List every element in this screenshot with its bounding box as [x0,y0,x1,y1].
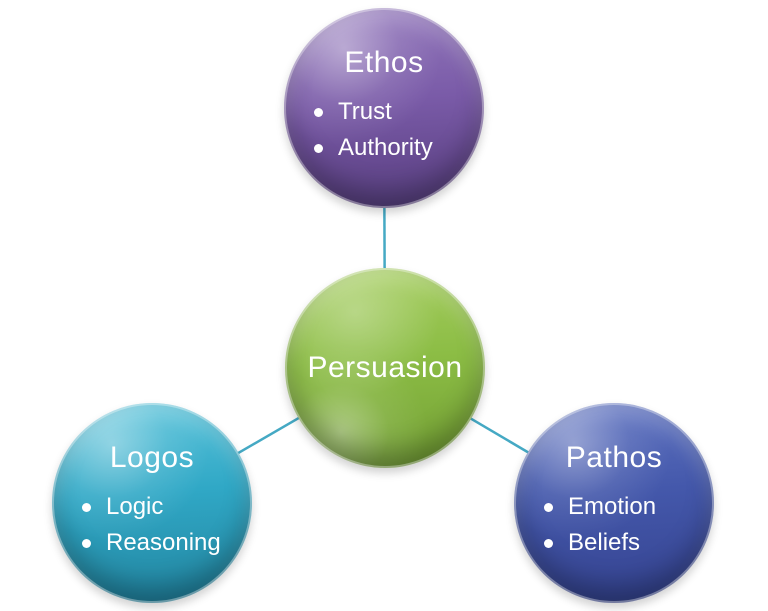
node-logos: Logos Logic Reasoning [52,403,252,603]
bullet-dot-icon [314,143,323,153]
node-persuasion-title: Persuasion [307,351,463,384]
node-pathos-bullets: Emotion Beliefs [514,489,714,561]
node-ethos-bullets: Trust Authority [284,94,484,166]
bullet-dot-icon [82,502,91,512]
bullet-dot-icon [544,502,553,512]
list-item: Emotion [544,489,714,525]
bullet-label: Logic [106,493,164,520]
bullet-label: Reasoning [106,529,221,556]
list-item: Trust [314,94,484,130]
bullet-dot-icon [544,538,553,548]
list-item: Beliefs [544,525,714,561]
node-logos-bullets: Logic Reasoning [52,489,252,561]
bullet-label: Emotion [568,493,657,520]
list-item: Authority [314,130,484,166]
node-logos-title: Logos [109,441,195,474]
bullet-label: Beliefs [568,529,641,556]
bullet-dot-icon [314,107,323,117]
list-item: Reasoning [82,525,252,561]
node-pathos-title: Pathos [565,441,663,474]
node-persuasion: Persuasion [285,268,485,468]
bullet-dot-icon [82,538,91,548]
bullet-label: Authority [338,134,433,161]
node-pathos: Pathos Emotion Beliefs [514,403,714,603]
node-ethos-title: Ethos [344,46,424,79]
list-item: Logic [82,489,252,525]
bullet-label: Trust [338,98,392,125]
node-ethos: Ethos Trust Authority [284,8,484,208]
